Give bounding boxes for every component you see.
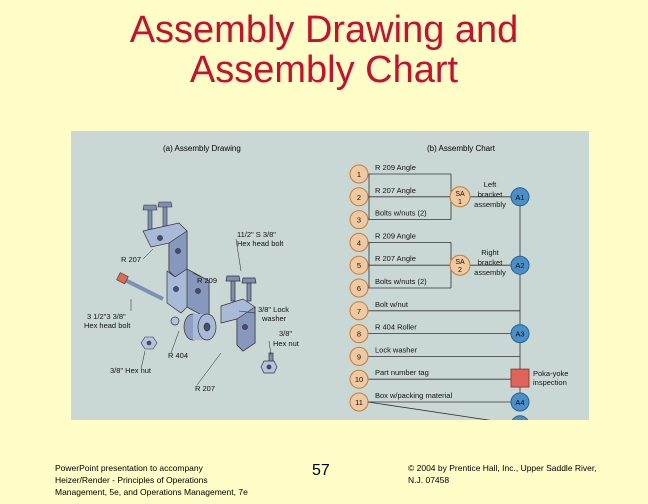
part-number: 6 — [357, 284, 361, 293]
part-circle — [349, 324, 369, 344]
label-hex-bolt-left-2: Hex head bolt — [84, 321, 131, 330]
footer-credit-line-1: PowerPoint presentation to accompany — [55, 463, 203, 473]
part-number: 4 — [357, 238, 361, 247]
part-circle — [349, 187, 369, 207]
chart-heading: (b) Assembly Chart — [427, 144, 496, 153]
bracket-upper — [142, 222, 188, 278]
part-number: 7 — [357, 307, 361, 316]
drawing-leaders — [130, 238, 272, 386]
part-circle — [349, 210, 369, 230]
label-r207-bottom: R 207 — [195, 384, 215, 393]
label-hex-nut-right-2: Hex nut — [273, 339, 300, 348]
part-label: Part number tag — [375, 368, 429, 377]
part-number: 1 — [357, 170, 361, 179]
part-number: 8 — [357, 330, 361, 339]
subassembly-label: Left — [484, 180, 497, 189]
slide-title-line-2: Assembly Chart — [189, 49, 459, 91]
subassembly-circle — [449, 186, 471, 208]
part-label: R 207 Angle — [375, 186, 416, 195]
label-hex-nut-left: 3/8" Hex nut — [110, 366, 152, 375]
label-lock-washer-2: washer — [261, 314, 287, 323]
subassembly-code: SA — [455, 259, 465, 266]
subassembly-number: 1 — [458, 199, 462, 206]
subassembly-number: 2 — [458, 267, 462, 274]
bolt-pair-top — [142, 201, 173, 231]
hex-nut-left — [140, 336, 158, 350]
part-circle — [349, 255, 369, 275]
label-r207-top: R 207 — [121, 255, 141, 264]
label-r209: R 209 — [197, 276, 217, 285]
part-number: 5 — [357, 261, 361, 270]
slide-title: Assembly Drawing and Assembly Chart — [0, 10, 648, 90]
footer-credit: PowerPoint presentation to accompany Hei… — [55, 462, 285, 498]
part-label: R 404 Roller — [375, 323, 417, 332]
assembly-label: A1 — [515, 193, 524, 202]
assembly-label: A3 — [515, 330, 524, 339]
part-number: 9 — [357, 352, 361, 361]
long-bolt — [116, 272, 164, 301]
label-hex-bolt-left-1: 3 1/2"3 3/8" — [87, 312, 126, 321]
assembly-node — [510, 324, 530, 344]
part-circle — [349, 232, 369, 252]
assembly-figure: (a) Assembly Drawing — [71, 131, 589, 420]
part-number: 10 — [355, 375, 363, 384]
assembly-node — [510, 187, 530, 207]
footer-credit-line-2: Heizer/Render - Principles of Operations — [55, 475, 208, 485]
assembly-label: A4 — [515, 398, 524, 407]
footer-copyright: © 2004 by Prentice Hall, Inc., Upper Sad… — [408, 462, 638, 486]
inspection-label-1: Poka-yoke — [533, 369, 568, 378]
part-label: Lock washer — [375, 345, 418, 354]
subassembly-label: bracket — [478, 190, 504, 199]
part-label: Bolts w/nuts (2) — [375, 209, 427, 218]
subassembly-label: assembly — [474, 268, 506, 277]
inspection-label-2: inspection — [533, 378, 567, 387]
subassembly-code: SA — [455, 191, 465, 198]
part-circle — [349, 346, 369, 366]
part-circle — [349, 278, 369, 298]
subassembly-label: bracket — [478, 258, 504, 267]
drawing-heading: (a) Assembly Drawing — [163, 144, 241, 153]
part-label: Box w/packing material — [375, 391, 452, 400]
assembly-figure-svg: (a) Assembly Drawing — [84, 144, 568, 420]
subassembly-circle — [449, 254, 471, 276]
footer-credit-line-3: Management, 5e, and Operations Managemen… — [55, 487, 248, 497]
roller-r404 — [170, 313, 217, 341]
label-hex-bolt-top-2: Hex head bolt — [237, 239, 284, 248]
subassembly-label: Right — [481, 248, 499, 257]
part-label: Bolt w/nut — [375, 300, 409, 309]
part-circle — [349, 164, 369, 184]
footer-copyright-line-2: N.J. 07458 — [408, 475, 450, 485]
bracket-right — [220, 275, 278, 374]
part-label: Bolts w/nuts (2) — [375, 277, 427, 286]
page-number: 57 — [312, 462, 330, 479]
label-lock-washer-1: 3/8" Lock — [258, 305, 289, 314]
part-label: R 207 Angle — [375, 254, 416, 263]
inspection-box — [510, 368, 530, 388]
label-hex-bolt-top-1: 11/2" S 3/8" — [237, 230, 276, 239]
bracket-lower — [166, 268, 210, 320]
label-r404: R 404 — [168, 351, 188, 360]
assembly-node — [510, 392, 530, 412]
chart-part-line — [367, 401, 491, 420]
assembly-label: A2 — [515, 261, 524, 270]
slide-title-line-1: Assembly Drawing and — [129, 9, 519, 51]
part-circle — [349, 301, 369, 321]
part-label: R 209 Angle — [375, 163, 416, 172]
part-circle — [349, 369, 369, 389]
assembly-node — [510, 255, 530, 275]
part-label: R 209 Angle — [375, 231, 416, 240]
part-number: 3 — [357, 216, 361, 225]
footer-copyright-line-1: © 2004 by Prentice Hall, Inc., Upper Sad… — [408, 463, 597, 473]
part-number: 11 — [355, 398, 363, 407]
part-number: 2 — [357, 193, 361, 202]
assembly-node — [511, 415, 529, 420]
subassembly-label: assembly — [474, 200, 506, 209]
label-hex-nut-right-1: 3/8" — [279, 329, 292, 338]
